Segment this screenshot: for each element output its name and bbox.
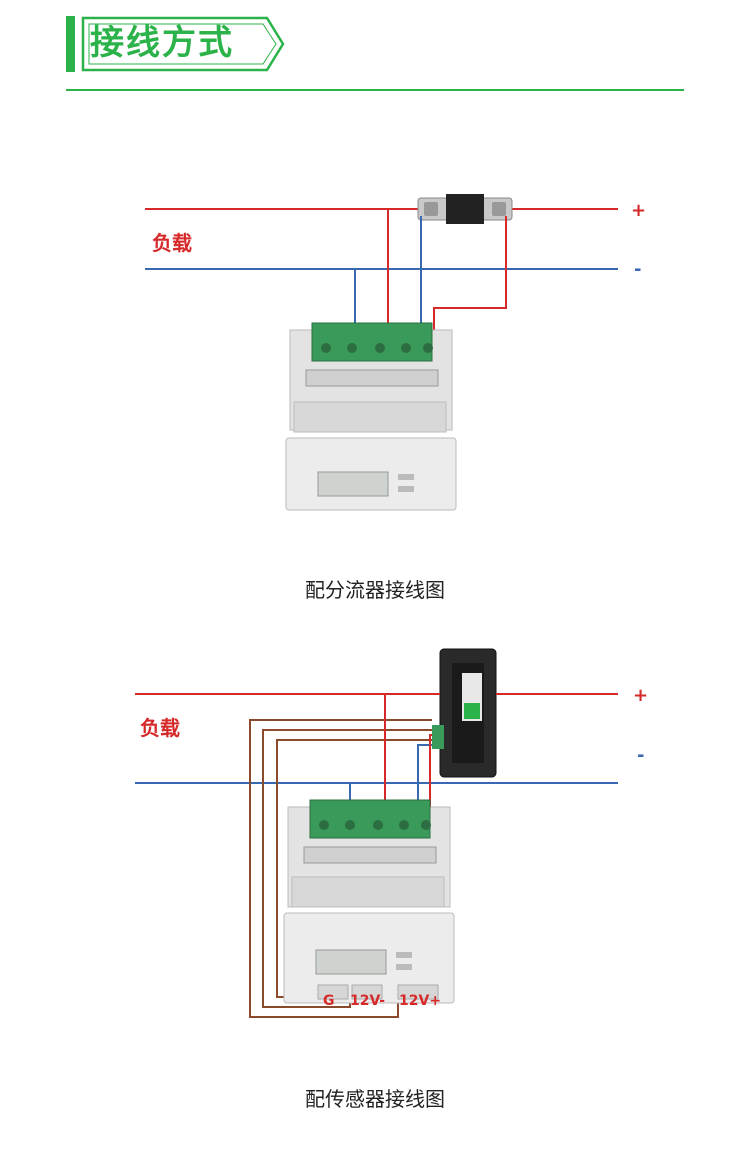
negative-label: - bbox=[637, 745, 644, 766]
sensor-wiring-diagram: 负载 + - G 12V- 12V+ bbox=[135, 648, 648, 1018]
header-title-frame bbox=[81, 16, 285, 72]
header-divider bbox=[66, 89, 684, 91]
shunt-resistor bbox=[417, 194, 513, 224]
positive-label: + bbox=[633, 685, 648, 706]
sensor-diagram-caption: 配传感器接线图 bbox=[305, 1087, 445, 1111]
shunt-diagram-caption: 配分流器接线图 bbox=[305, 578, 445, 602]
header-accent-bar bbox=[66, 16, 75, 72]
load-label: 负载 bbox=[140, 716, 180, 740]
hall-sensor bbox=[432, 648, 497, 778]
load-label: 负载 bbox=[152, 231, 192, 255]
sensor-12v-minus-wire bbox=[262, 729, 432, 1008]
terminal-g-label: G bbox=[323, 993, 335, 1009]
terminal-12v-minus-label: 12V- bbox=[350, 993, 385, 1009]
terminal-12v-plus-label: 12V+ bbox=[399, 993, 441, 1009]
meter-device bbox=[283, 799, 455, 1004]
shunt-wiring-diagram: 负载 + - bbox=[145, 194, 646, 511]
page-title: 接线方式 bbox=[90, 23, 234, 63]
negative-label: - bbox=[634, 259, 641, 280]
meter-device bbox=[285, 322, 457, 511]
positive-label: + bbox=[631, 200, 646, 221]
sensor-12v-plus-wire bbox=[249, 719, 432, 1018]
section-header: 接线方式 bbox=[66, 16, 286, 72]
